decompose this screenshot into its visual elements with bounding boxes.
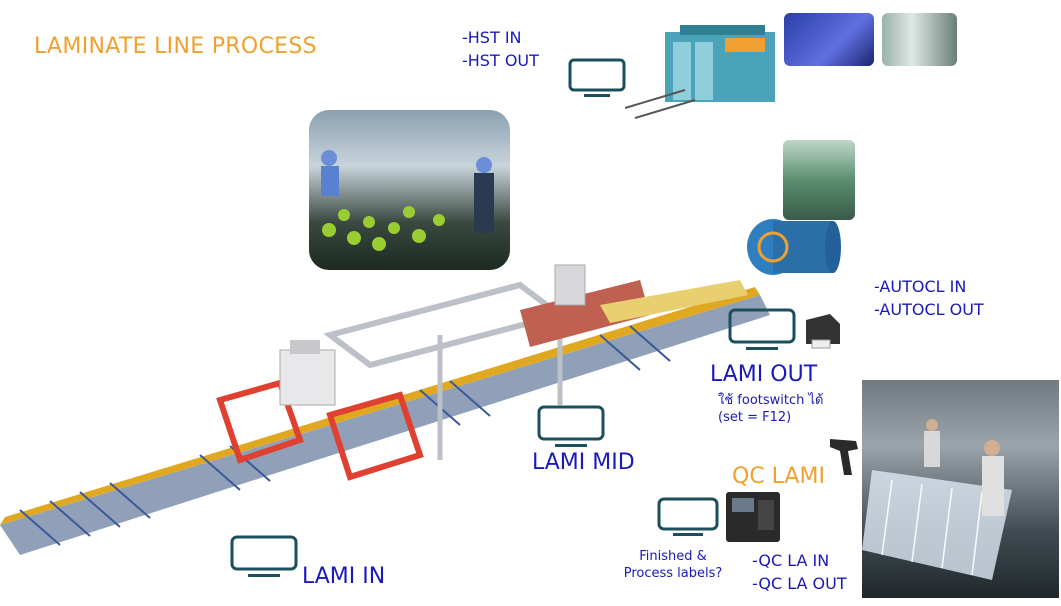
- page-title: LAMINATE LINE PROCESS: [34, 34, 317, 59]
- hst-in-label: -HST IN: [462, 28, 522, 47]
- lami-mid-monitor-icon: [537, 405, 605, 447]
- qc-inspection-photo: [862, 380, 1059, 598]
- lami-out-label: LAMI OUT: [710, 362, 818, 387]
- autoclave-glass-photo: [783, 140, 855, 220]
- lami-mid-label: LAMI MID: [532, 450, 635, 475]
- laminating-line-illustration: [0, 264, 770, 555]
- lami-in-monitor-icon: [230, 535, 298, 577]
- label-printer-icon: [806, 314, 840, 349]
- qc-monitor-icon: [657, 497, 719, 536]
- hst-out-label: -HST OUT: [462, 51, 539, 70]
- workers-photo: [309, 110, 510, 270]
- hst-oven-illustration: [625, 25, 775, 119]
- qc-la-labels: -QC LA IN -QC LA OUT: [752, 549, 847, 595]
- labels-question: Finished & Process labels?: [620, 548, 726, 582]
- qc-la-in-label: -QC LA IN: [752, 551, 830, 570]
- industrial-label-printer-icon: [726, 492, 780, 542]
- autocl-in-label: -AUTOCL IN: [874, 277, 967, 296]
- autocl-labels: -AUTOCL IN -AUTOCL OUT: [874, 275, 984, 321]
- labels-question-line1: Finished &: [639, 549, 707, 564]
- hst-labels: -HST IN -HST OUT: [462, 26, 539, 72]
- lami-out-note: ใช้ footswitch ได้ (set = F12): [718, 392, 824, 426]
- labels-question-line2: Process labels?: [623, 566, 723, 581]
- barcode-scanner-icon: [830, 439, 858, 475]
- f12-note: (set = F12): [718, 410, 792, 425]
- glass-photo-blue: [784, 13, 874, 66]
- lami-out-monitor-icon: [728, 308, 796, 350]
- lami-in-label: LAMI IN: [302, 564, 386, 589]
- monitor-icon: [568, 58, 626, 97]
- footswitch-note: ใช้ footswitch ได้: [718, 393, 824, 408]
- autocl-out-label: -AUTOCL OUT: [874, 300, 984, 319]
- autoclave-illustration: [747, 219, 841, 275]
- qc-lami-label: QC LAMI: [732, 464, 825, 489]
- glass-rack-photo: [882, 13, 957, 66]
- qc-la-out-label: -QC LA OUT: [752, 574, 847, 593]
